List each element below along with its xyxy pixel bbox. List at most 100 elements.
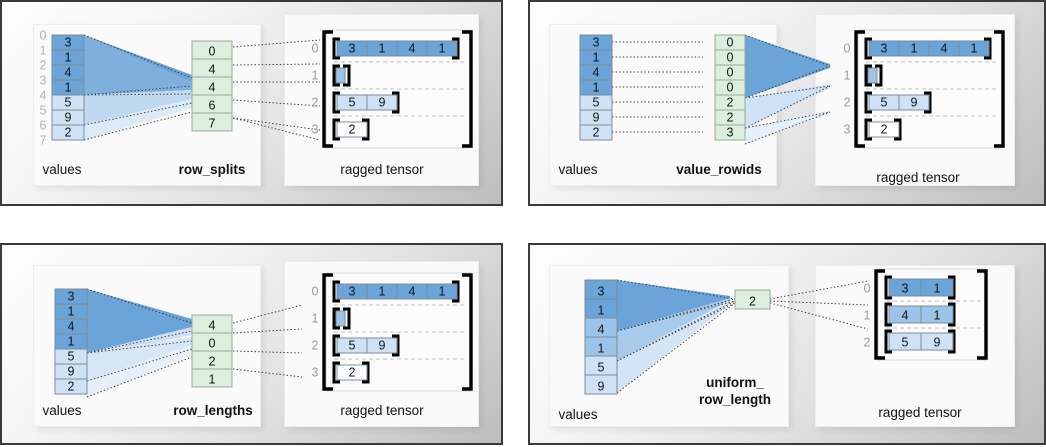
values-label-2: values [558, 162, 598, 177]
inner-bracket-left [884, 302, 892, 327]
tensor-cell [898, 94, 930, 111]
funnel-wedge-1 [87, 289, 192, 353]
svg-text:1: 1 [934, 282, 941, 296]
svg-text:4: 4 [209, 319, 216, 333]
svg-text:4: 4 [941, 42, 948, 56]
svg-text:0: 0 [727, 81, 734, 95]
svg-text:9: 9 [68, 365, 75, 379]
svg-text:2: 2 [593, 126, 600, 140]
inner-bracket-left [332, 91, 340, 114]
svg-text:3: 3 [312, 123, 319, 137]
svg-text:1: 1 [911, 42, 918, 56]
partition-label-3: row_lengths [173, 403, 253, 418]
svg-text:0: 0 [727, 36, 734, 50]
inner-bracket-right [875, 64, 883, 87]
svg-text:4: 4 [209, 63, 216, 77]
svg-text:3: 3 [349, 42, 356, 56]
svg-text:2: 2 [312, 96, 319, 110]
inner-bracket-right [452, 280, 460, 303]
tensor-empty-cell [335, 310, 346, 327]
outer-bracket-right [462, 30, 473, 148]
inner-bracket-left [332, 64, 340, 87]
svg-text:1: 1 [439, 42, 446, 56]
svg-text:6: 6 [40, 119, 47, 133]
tensor-cell [920, 278, 954, 297]
svg-text:4: 4 [65, 66, 72, 80]
svg-text:2: 2 [749, 295, 756, 309]
funnel-wedge-3 [87, 337, 192, 381]
value-cell [584, 374, 618, 395]
tensor-cell [426, 283, 458, 300]
inner-bracket-left [884, 329, 892, 354]
svg-text:0: 0 [312, 42, 319, 56]
inner-bracket-right [362, 118, 370, 141]
svg-text:2: 2 [727, 96, 734, 110]
svg-text:1: 1 [844, 69, 851, 83]
svg-text:3: 3 [902, 282, 909, 296]
svg-text:3: 3 [40, 74, 47, 88]
svg-text:9: 9 [598, 380, 605, 394]
svg-text:5: 5 [593, 96, 600, 110]
svg-text:4: 4 [40, 89, 47, 103]
svg-text:1: 1 [209, 373, 216, 387]
svg-text:5: 5 [349, 339, 356, 353]
tensor-empty-cell [867, 67, 878, 84]
svg-text:1: 1 [934, 309, 941, 323]
svg-text:4: 4 [409, 285, 416, 299]
inner-bracket-right [392, 91, 400, 114]
svg-text:4: 4 [598, 323, 605, 337]
inner-bracket-left [332, 37, 340, 60]
svg-text:0: 0 [864, 282, 871, 296]
svg-text:0: 0 [209, 45, 216, 59]
inner-bracket-right [984, 37, 992, 60]
outer-bracket-left [322, 30, 333, 148]
svg-text:5: 5 [598, 361, 605, 375]
svg-text:3: 3 [881, 42, 888, 56]
inner-bracket-right [948, 329, 956, 354]
svg-text:5: 5 [65, 96, 72, 110]
inner-bracket-left [332, 280, 340, 303]
svg-text:3: 3 [312, 366, 319, 380]
funnel-wedge-3 [84, 90, 192, 125]
values-label-1: values [42, 162, 82, 177]
tensor-cell [868, 121, 900, 138]
values-label-4: values [558, 407, 598, 422]
svg-text:2: 2 [727, 111, 734, 125]
svg-text:2: 2 [349, 366, 356, 380]
inner-bracket-right [894, 118, 902, 141]
partition-label-2: value_rowids [676, 162, 762, 177]
svg-text:1: 1 [439, 285, 446, 299]
svg-text:3: 3 [727, 126, 734, 140]
svg-text:1: 1 [971, 42, 978, 56]
svg-text:1: 1 [312, 69, 319, 83]
partition-cell [734, 289, 771, 310]
svg-text:5: 5 [902, 336, 909, 350]
funnel-wedge-2 [617, 298, 730, 361]
svg-text:1: 1 [593, 51, 600, 65]
funnel-wedge-2 [745, 84, 830, 128]
svg-text:1: 1 [68, 305, 75, 319]
svg-text:3: 3 [65, 36, 72, 50]
svg-text:2: 2 [209, 355, 216, 369]
funnel-wedge-1 [745, 35, 830, 98]
outer-bracket-left [854, 30, 865, 148]
svg-text:2: 2 [349, 123, 356, 137]
tensor-cell [958, 40, 990, 57]
inner-bracket-left [864, 91, 872, 114]
svg-text:9: 9 [379, 339, 386, 353]
svg-text:1: 1 [65, 51, 72, 65]
svg-text:1: 1 [379, 285, 386, 299]
svg-text:9: 9 [379, 96, 386, 110]
inner-bracket-right [392, 334, 400, 357]
tensor-cell [426, 40, 458, 57]
